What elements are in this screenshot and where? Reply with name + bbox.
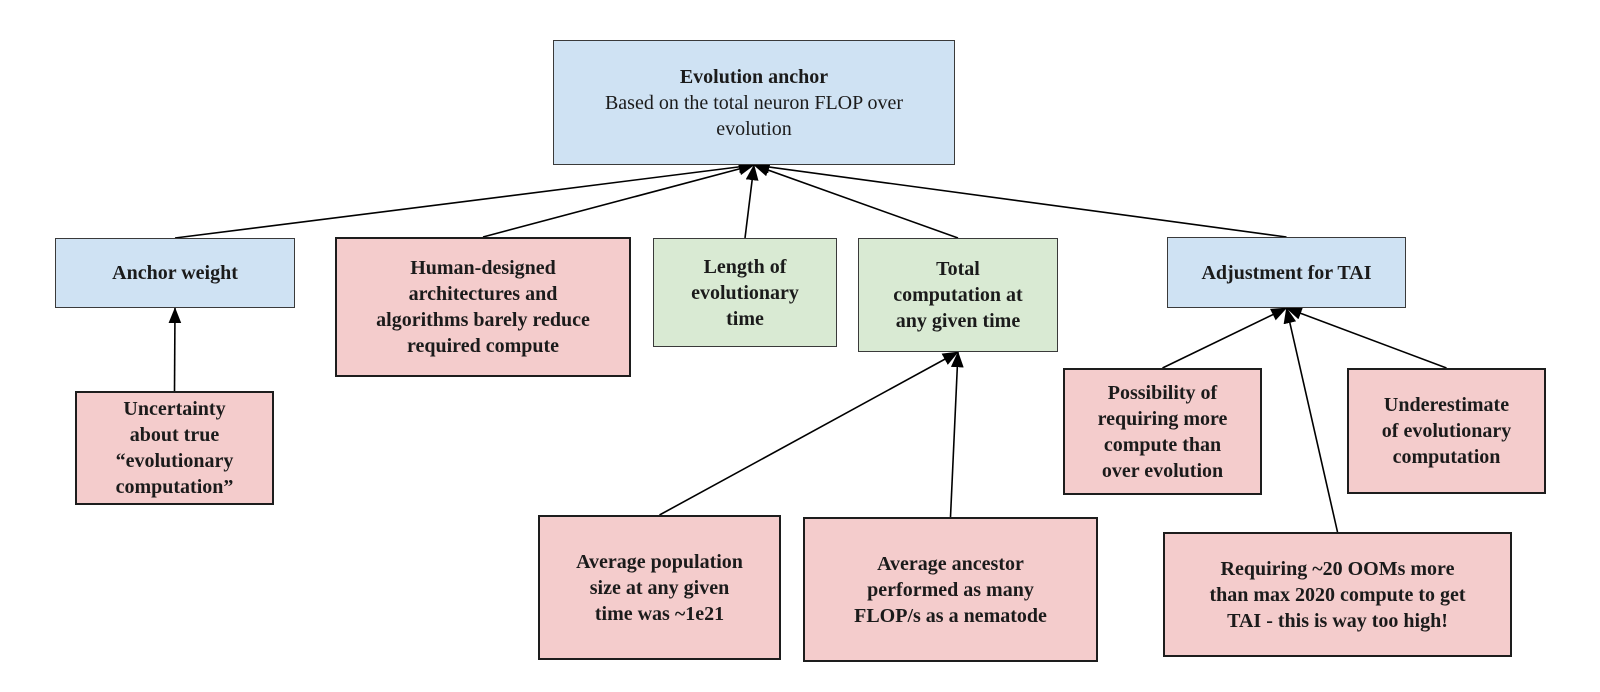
node-total-computation-label: Total computation at any given time [893, 258, 1023, 332]
edge-uncertainty-to-anchor_weight [168, 307, 182, 392]
edge-human_designed-to-evolution_anchor [482, 162, 755, 238]
node-evolution-anchor-subtitle: Based on the total neuron FLOP over evol… [604, 91, 904, 140]
node-average-population-size: Average population size at any given tim… [538, 515, 781, 660]
node-requiring-20-ooms-label: Requiring ~20 OOMs more than max 2020 co… [1209, 557, 1466, 632]
node-possibility-label: Possibility of requiring more compute th… [1097, 381, 1228, 482]
node-underestimate-label: Underestimate of evolutionary computatio… [1381, 394, 1512, 468]
node-uncertainty-evolutionary-computation: Uncertainty about true “evolutionary com… [75, 391, 274, 505]
node-anchor-weight-label: Anchor weight [112, 262, 238, 284]
node-total-computation: Total computation at any given time [858, 238, 1058, 352]
edge-underestimate-to-adjustment_tai [1285, 307, 1447, 369]
node-average-ancestor-flops-label: Average ancestor performed as many FLOP/… [854, 552, 1047, 627]
edge-avg_ancestor-to-total_computation [949, 351, 964, 518]
node-human-designed-architectures: Human-designed architectures and algorit… [335, 237, 631, 377]
edge-possibility-to-adjustment_tai [1162, 307, 1288, 369]
edge-anchor_weight-to-evolution_anchor [174, 160, 755, 239]
node-average-ancestor-flops: Average ancestor performed as many FLOP/… [803, 517, 1098, 662]
node-possibility-more-compute: Possibility of requiring more compute th… [1063, 368, 1262, 495]
edge-length_time-to-evolution_anchor [744, 164, 759, 239]
node-evolution-anchor-title: Evolution anchor [679, 65, 829, 88]
node-evolution-anchor: Evolution anchor Based on the total neur… [553, 40, 955, 165]
node-adjustment-for-tai: Adjustment for TAI [1167, 237, 1406, 308]
node-length-of-evolutionary-time: Length of evolutionary time [653, 238, 837, 347]
edge-adjustment_tai-to-evolution_anchor [753, 160, 1287, 238]
node-adjustment-for-tai-label: Adjustment for TAI [1201, 261, 1372, 284]
node-uncertainty-label: Uncertainty about true “evolutionary com… [115, 398, 234, 498]
edge-total_computation-to-evolution_anchor [753, 164, 959, 239]
node-average-population-size-label: Average population size at any given tim… [576, 550, 743, 625]
node-human-designed-label: Human-designed architectures and algorit… [376, 257, 590, 357]
node-requiring-20-ooms: Requiring ~20 OOMs more than max 2020 co… [1163, 532, 1512, 657]
node-length-of-evolutionary-time-label: Length of evolutionary time [691, 255, 799, 330]
edge-requiring_ooms-to-adjustment_tai [1283, 307, 1339, 533]
edge-avg_population-to-total_computation [659, 351, 959, 516]
node-anchor-weight: Anchor weight [55, 238, 295, 308]
node-underestimate-evolutionary-computation: Underestimate of evolutionary computatio… [1347, 368, 1546, 494]
